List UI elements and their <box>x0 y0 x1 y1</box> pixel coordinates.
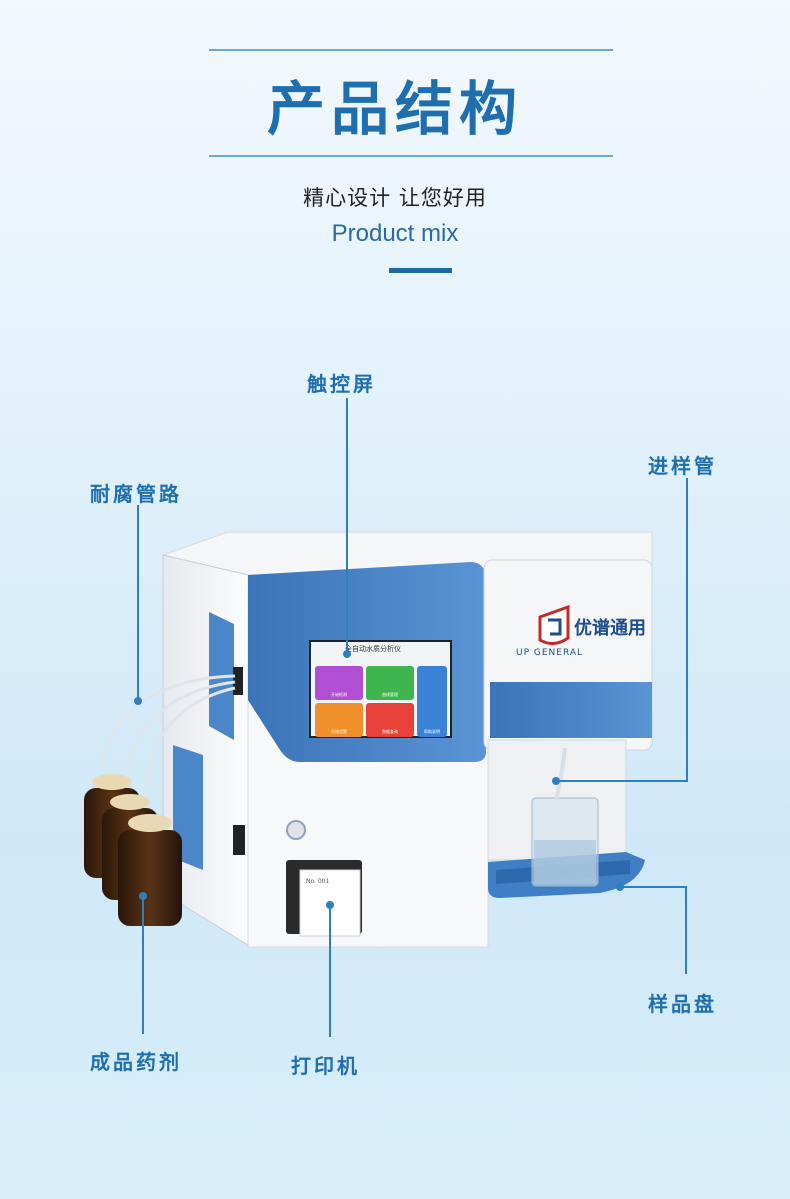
page-subtitle-en: Product mix <box>331 220 459 247</box>
callout-tubing: 耐腐管路 <box>90 482 182 506</box>
screen-tile-help: 帮助说明 <box>417 666 447 737</box>
callout-sample-tube: 进样管 <box>648 454 717 478</box>
leader-dot-touchscreen <box>343 650 351 658</box>
leader-touchscreen <box>346 398 348 654</box>
callout-reagent: 成品药剂 <box>90 1050 182 1074</box>
leader-sample-tube-v <box>686 478 688 782</box>
leader-reagent <box>142 896 144 1034</box>
callout-printer: 打印机 <box>291 1054 360 1078</box>
brand-name-cn: 优谱通用 <box>574 618 646 639</box>
leader-dot-tubing <box>134 697 142 705</box>
reagent-bottle-3 <box>118 830 182 926</box>
leader-dot-sample-tube <box>552 777 560 785</box>
page-title: 产品结构 <box>266 75 523 143</box>
callout-sample-tray: 样品盘 <box>648 992 717 1016</box>
screen-tile-curve: 曲线管理 <box>366 666 414 700</box>
printer-paper-text: No. 001 <box>306 878 330 885</box>
screen-tile-start: 开始检测 <box>315 666 363 700</box>
screen-tile-settings: 系统设置 <box>315 703 363 737</box>
screen-tile-data: 数据查询 <box>366 703 414 737</box>
accent-bar <box>389 268 452 273</box>
leader-dot-reagent <box>139 892 147 900</box>
leader-tubing <box>137 505 139 701</box>
touchscreen-display: 全自动水质分析仪 开始检测 曲线管理 系统设置 数据查询 帮助说明 <box>309 640 452 738</box>
leader-dot-printer <box>326 901 334 909</box>
header-top-rule <box>209 49 613 51</box>
leader-printer <box>329 905 331 1037</box>
leader-sample-tube-h <box>557 780 688 782</box>
leader-sample-tray-h <box>620 886 687 888</box>
leader-sample-tray-v <box>685 886 687 974</box>
screen-title: 全自动水质分析仪 <box>345 645 401 653</box>
leader-dot-sample-tray <box>616 883 624 891</box>
brand-name-en: UP GENERAL <box>516 648 584 658</box>
page-subtitle: 精心设计 让您好用 <box>303 186 487 210</box>
header-bottom-rule <box>209 155 613 157</box>
callout-touchscreen: 触控屏 <box>307 372 376 396</box>
